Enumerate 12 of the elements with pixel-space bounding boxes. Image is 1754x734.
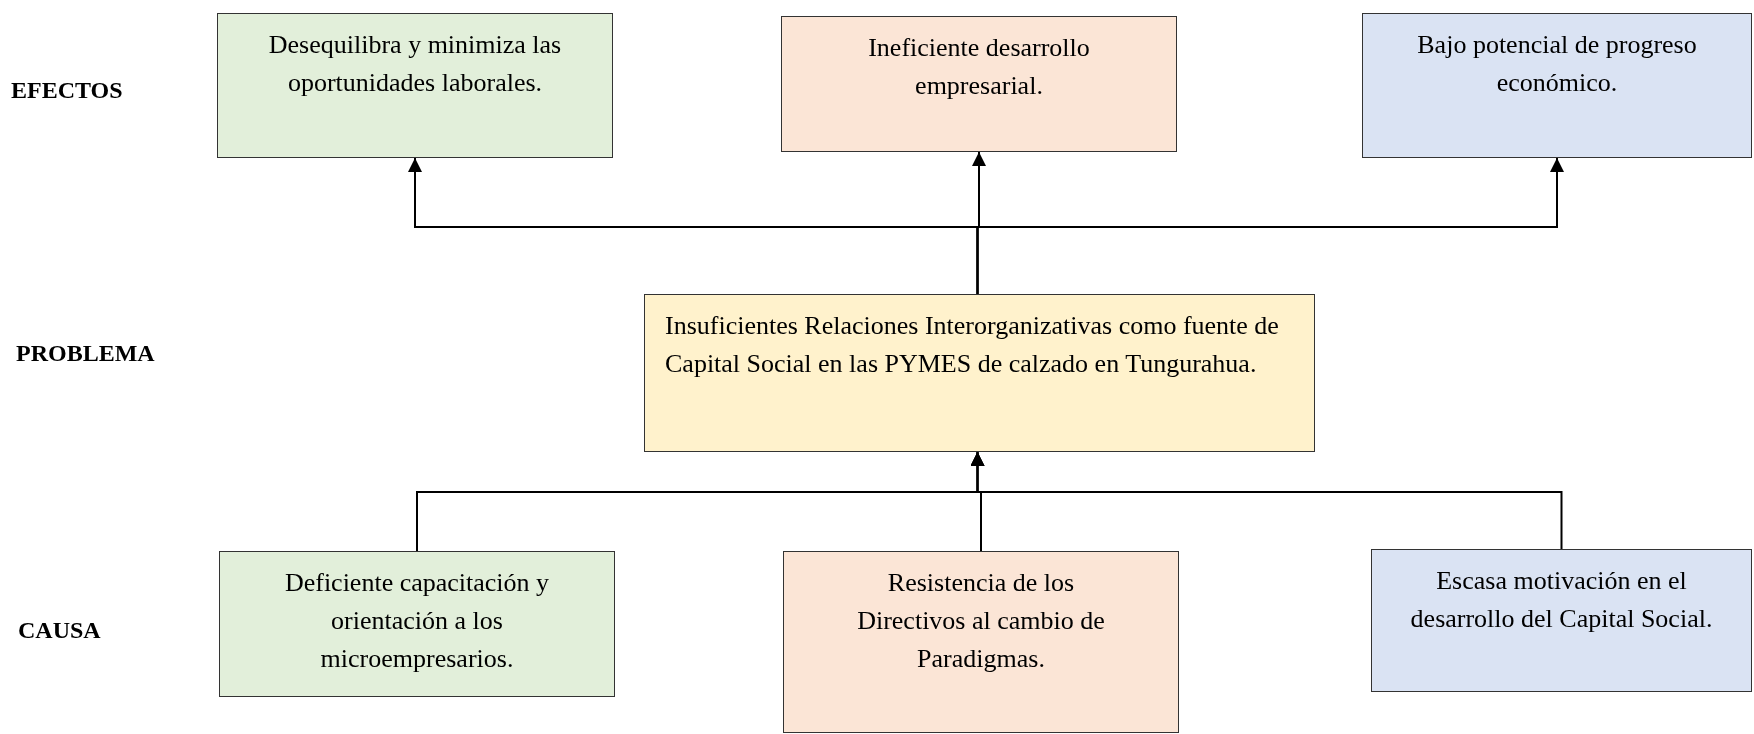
cause-box: Resistencia de los Directivos al cambio de Paradigmas. [783, 551, 1179, 733]
arrow [976, 157, 1564, 295]
cause-box: Escasa motivación en el desarrollo del Capital Social. [1371, 549, 1752, 692]
effect-box: Desequilibra y minimiza las oportunidades laborales. [217, 13, 613, 158]
row-label: CAUSA [18, 616, 101, 645]
arrow [970, 451, 1563, 550]
effect-box: Ineficiente desarrollo empresarial. [781, 16, 1177, 152]
cause-box: Deficiente capacitación y orientación a los microempresarios. [219, 551, 615, 697]
effect-box: Bajo potencial de progreso económico. [1362, 13, 1752, 158]
row-label: PROBLEMA [16, 339, 155, 368]
problem-box: Insuficientes Relaciones Interorganizativas como fuente de Capital Social en las PYMES de calzado en Tungurahua. [644, 294, 1315, 452]
row-label: EFECTOS [11, 76, 123, 105]
